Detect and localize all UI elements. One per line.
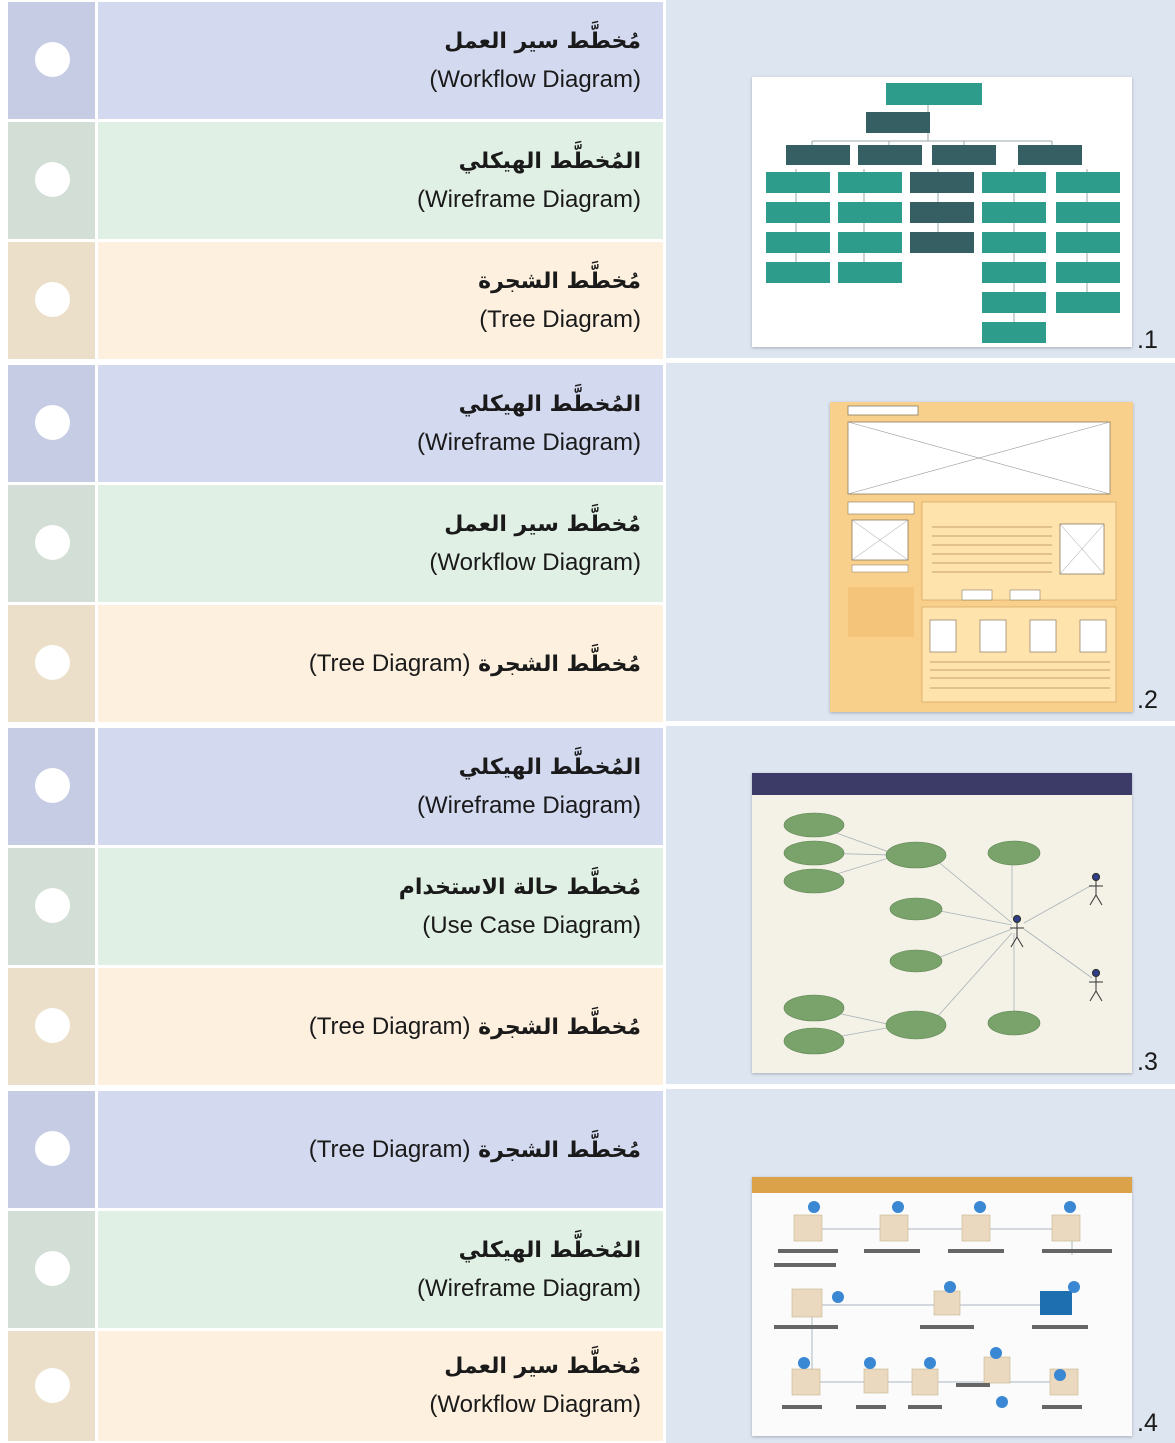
radio-circle-icon[interactable]	[35, 282, 70, 317]
option-text-cell: المُخطَّط الهيكلي (Wireframe Diagram)	[98, 1211, 663, 1328]
radio-column	[8, 485, 95, 602]
option-text-cell: المُخطَّط الهيكلي (Wireframe Diagram)	[98, 122, 663, 239]
radio-circle-icon[interactable]	[35, 405, 70, 440]
option-label-en: (Workflow Diagram)	[429, 65, 641, 93]
question-3: .3	[0, 726, 1175, 1086]
option-text-cell: المُخطَّط الهيكلي (Wireframe Diagram)	[98, 365, 663, 482]
option-label-ar: مُخطَّط سير العمل	[444, 28, 641, 54]
option-label-en: (Workflow Diagram)	[429, 548, 641, 576]
question-4: .4	[0, 1089, 1175, 1443]
option-label-en: (Tree Diagram)	[308, 1135, 471, 1163]
question-number: .3	[1137, 1048, 1158, 1076]
option-wireframe[interactable]: المُخطَّط الهيكلي (Wireframe Diagram)	[8, 122, 663, 239]
option-label-ar: مُخطَّط الشجرة	[478, 651, 641, 677]
radio-column	[8, 728, 95, 845]
radio-circle-icon[interactable]	[35, 162, 70, 197]
option-text-cell: مُخطَّط سير العمل (Workflow Diagram)	[98, 485, 663, 602]
option-wireframe[interactable]: المُخطَّط الهيكلي (Wireframe Diagram)	[8, 365, 663, 482]
radio-circle-icon[interactable]	[35, 645, 70, 680]
option-tree[interactable]: (Tree Diagram) مُخطَّط الشجرة	[8, 605, 663, 722]
option-text-cell: المُخطَّط الهيكلي (Wireframe Diagram)	[98, 728, 663, 845]
option-label-ar: مُخطَّط سير العمل	[444, 1354, 641, 1379]
option-label-en: (Tree Diagram)	[308, 649, 471, 677]
question-number: .1	[1137, 326, 1158, 354]
option-text-cell: مُخطَّط حالة الاستخدام (Use Case Diagram)	[98, 848, 663, 965]
option-label-en: (Wireframe Diagram)	[416, 428, 641, 456]
option-label-en: (Tree Diagram)	[308, 1012, 471, 1040]
option-label-ar: المُخطَّط الهيكلي	[458, 1237, 641, 1263]
option-label-en: (Wireframe Diagram)	[416, 185, 641, 213]
radio-column	[8, 242, 95, 359]
option-workflow[interactable]: مُخطَّط سير العمل (Workflow Diagram)	[8, 485, 663, 602]
option-text-cell: (Tree Diagram) مُخطَّط الشجرة	[98, 605, 663, 722]
radio-column	[8, 122, 95, 239]
option-tree[interactable]: مُخطَّط الشجرة (Tree Diagram)	[8, 242, 663, 359]
radio-column	[8, 2, 95, 119]
option-wireframe[interactable]: المُخطَّط الهيكلي (Wireframe Diagram)	[8, 728, 663, 845]
question-2: .2	[0, 363, 1175, 723]
wireframe-diagram-thumbnail	[830, 402, 1133, 712]
option-label-ar: مُخطَّط حالة الاستخدام	[398, 874, 641, 900]
radio-circle-icon[interactable]	[35, 42, 70, 77]
option-text-cell: مُخطَّط سير العمل (Workflow Diagram)	[98, 1331, 663, 1441]
option-label-ar: المُخطَّط الهيكلي	[458, 391, 641, 417]
radio-column	[8, 968, 95, 1085]
option-label-en: (Workflow Diagram)	[429, 1391, 641, 1418]
option-label-ar: مُخطَّط الشجرة	[478, 1137, 641, 1163]
option-label-ar: مُخطَّط الشجرة	[478, 1014, 641, 1040]
option-text-cell: مُخطَّط الشجرة (Tree Diagram)	[98, 242, 663, 359]
workflow-diagram-thumbnail	[752, 1177, 1132, 1436]
option-workflow[interactable]: مُخطَّط سير العمل (Workflow Diagram)	[8, 2, 663, 119]
radio-circle-icon[interactable]	[35, 1368, 70, 1403]
option-text-cell: (Tree Diagram) مُخطَّط الشجرة	[98, 968, 663, 1085]
option-label-ar: المُخطَّط الهيكلي	[458, 148, 641, 174]
option-label-en: (Wireframe Diagram)	[416, 791, 641, 819]
option-label-en: (Wireframe Diagram)	[416, 1274, 641, 1302]
option-wireframe[interactable]: المُخطَّط الهيكلي (Wireframe Diagram)	[8, 1211, 663, 1328]
radio-column	[8, 365, 95, 482]
option-label-en: (Tree Diagram)	[479, 305, 641, 333]
radio-column	[8, 848, 95, 965]
radio-circle-icon[interactable]	[35, 1008, 70, 1043]
question-number: .2	[1137, 686, 1158, 714]
radio-column	[8, 1211, 95, 1328]
radio-column	[8, 605, 95, 722]
option-tree[interactable]: (Tree Diagram) مُخطَّط الشجرة	[8, 1091, 663, 1208]
tree-diagram-thumbnail	[752, 77, 1132, 347]
radio-circle-icon[interactable]	[35, 1251, 70, 1286]
radio-circle-icon[interactable]	[35, 768, 70, 803]
use-case-diagram-thumbnail	[752, 773, 1132, 1073]
radio-circle-icon[interactable]	[35, 525, 70, 560]
option-text-cell: مُخطَّط سير العمل (Workflow Diagram)	[98, 2, 663, 119]
option-use-case[interactable]: مُخطَّط حالة الاستخدام (Use Case Diagram)	[8, 848, 663, 965]
radio-column	[8, 1091, 95, 1208]
option-label-ar: مُخطَّط الشجرة	[478, 268, 641, 294]
option-tree[interactable]: (Tree Diagram) مُخطَّط الشجرة	[8, 968, 663, 1085]
question-number: .4	[1137, 1409, 1158, 1437]
radio-circle-icon[interactable]	[35, 888, 70, 923]
option-label-ar: مُخطَّط سير العمل	[444, 511, 641, 537]
option-label-ar: المُخطَّط الهيكلي	[458, 754, 641, 780]
option-label-en: (Use Case Diagram)	[422, 911, 641, 939]
question-1: .1	[0, 0, 1175, 360]
option-workflow[interactable]: مُخطَّط سير العمل (Workflow Diagram)	[8, 1331, 663, 1441]
radio-column	[8, 1331, 95, 1441]
radio-circle-icon[interactable]	[35, 1131, 70, 1166]
option-text-cell: (Tree Diagram) مُخطَّط الشجرة	[98, 1091, 663, 1208]
